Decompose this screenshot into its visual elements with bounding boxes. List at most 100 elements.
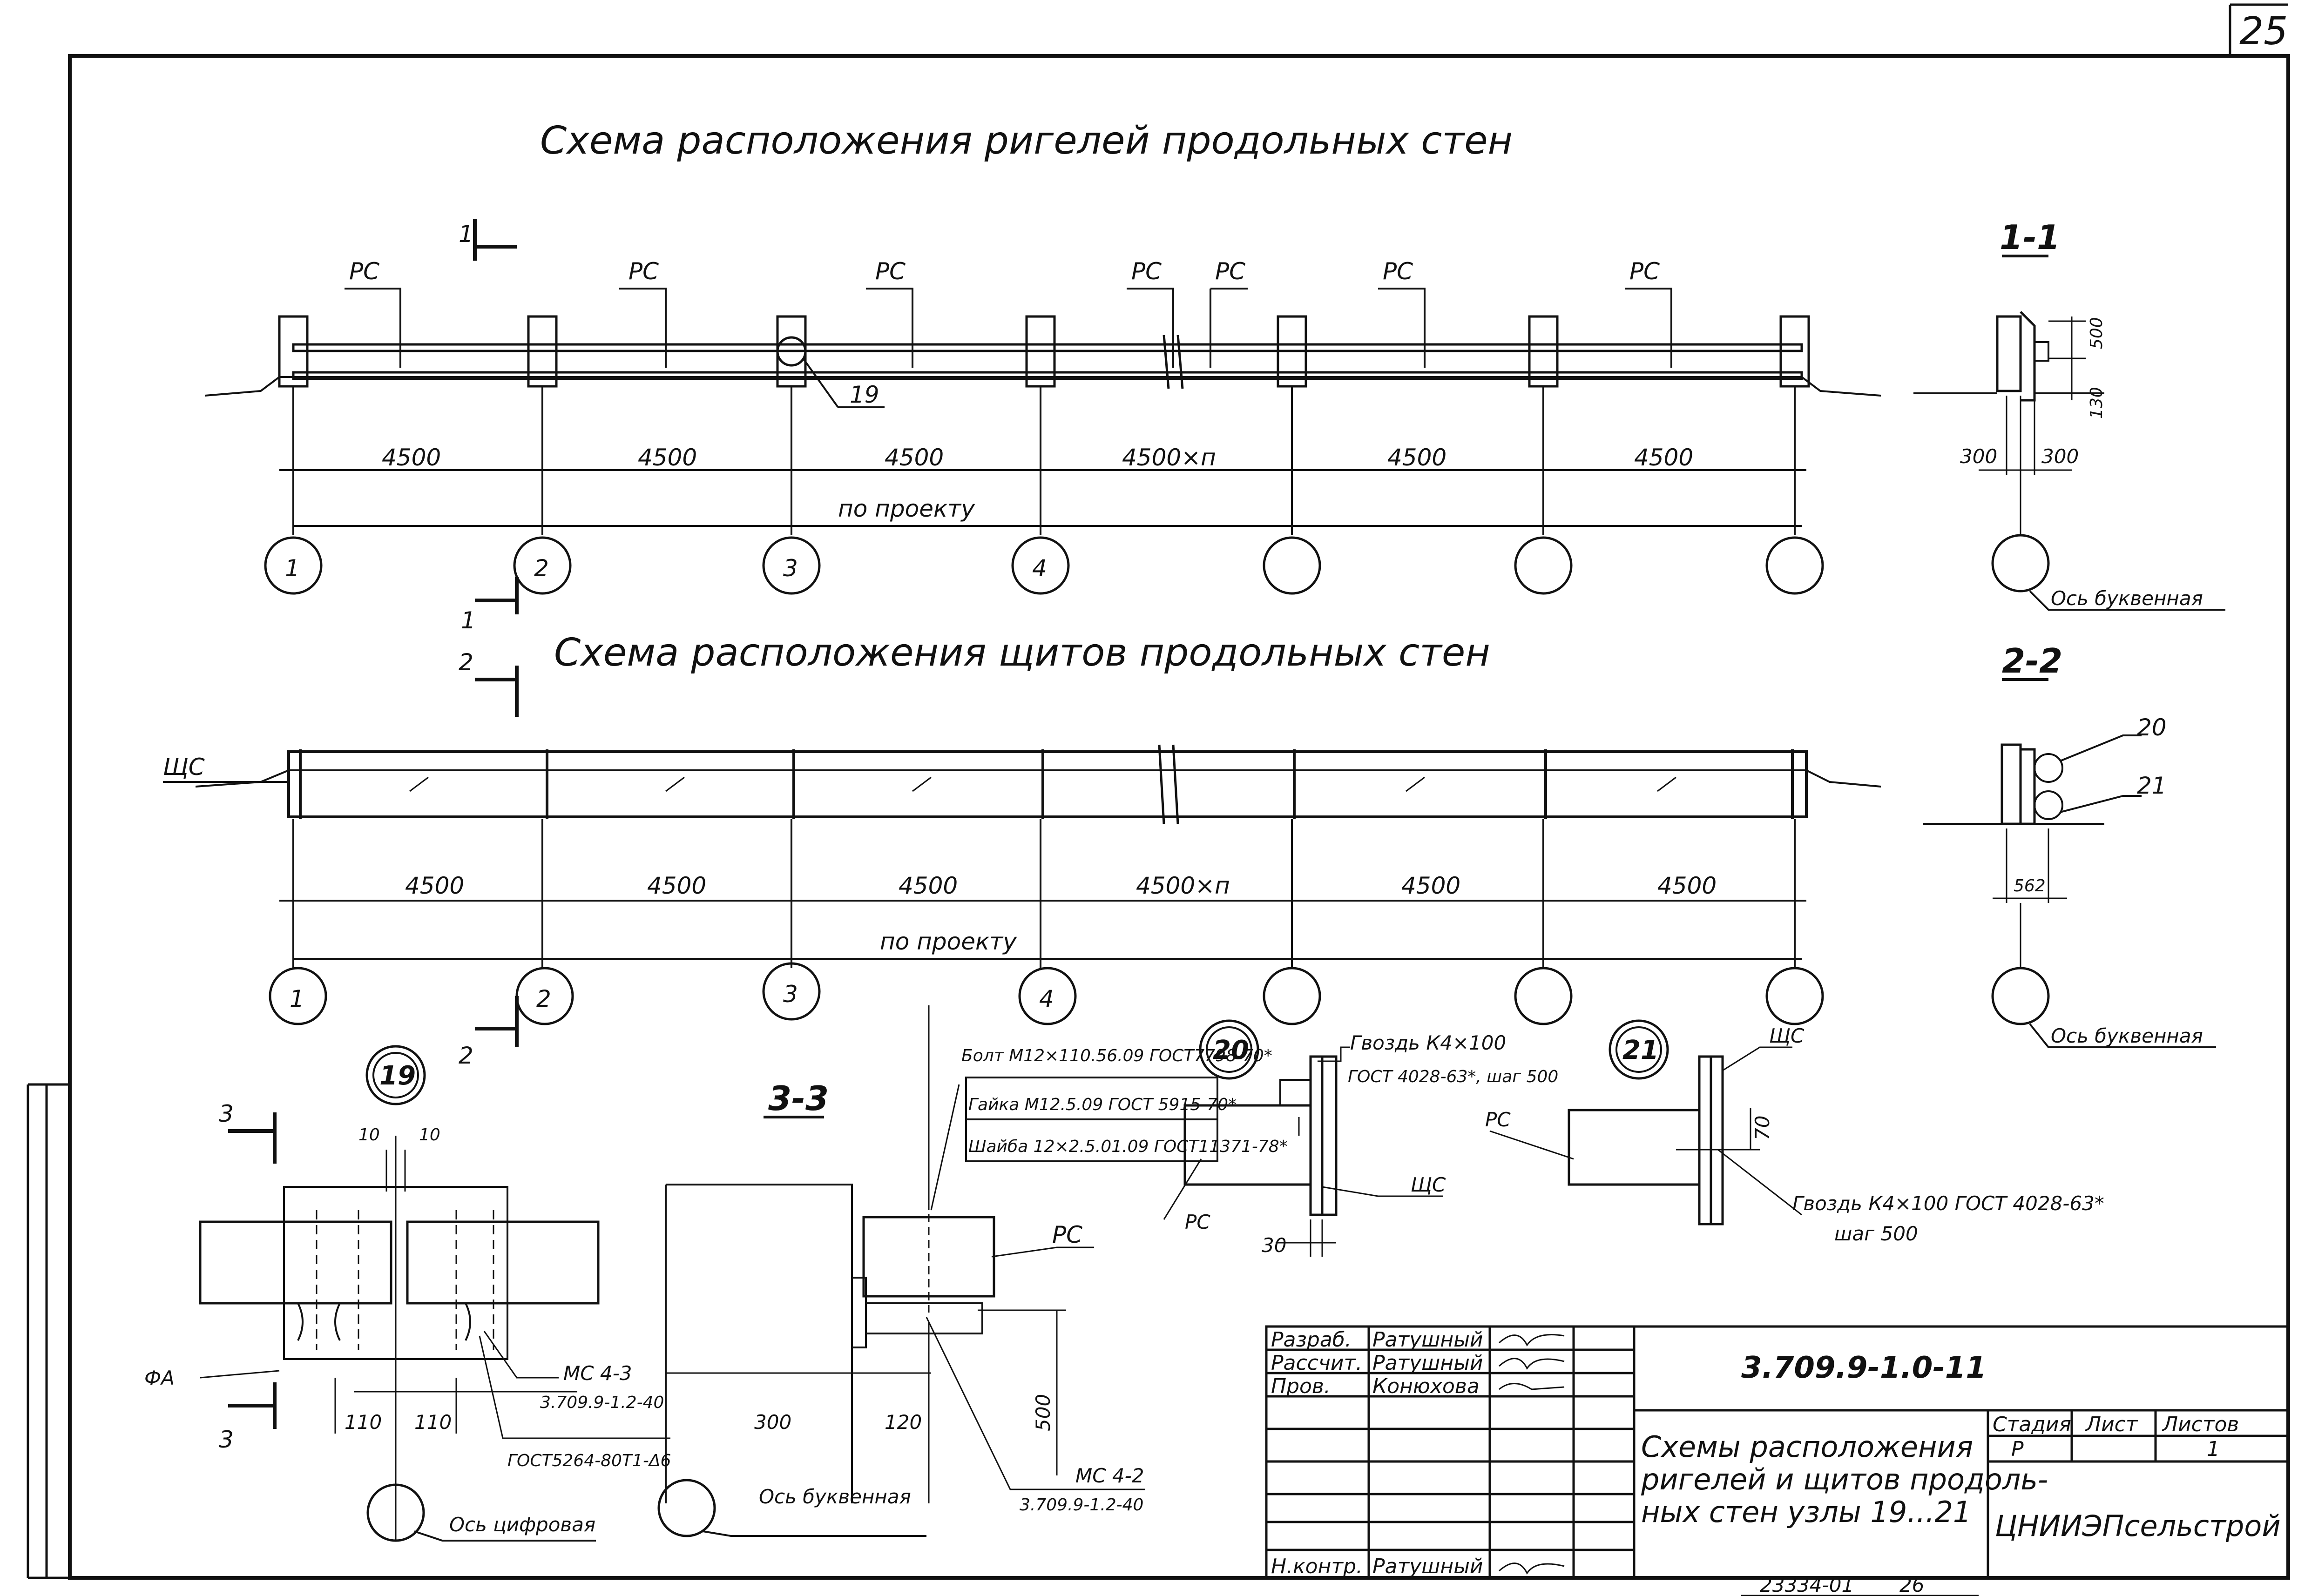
bolt-spec: Болт М12×110.56.09 ГОСТ7798-70* [961,1046,1272,1065]
s33-dim-120: 120 [885,1411,922,1434]
doc-desc-3: ных стен узлы 19...21 [1641,1495,1971,1529]
spans-bottom: 4500 4500 4500 4500×п 4500 4500 [405,872,1717,899]
cut-3-top: 3 [219,1100,234,1127]
s33-rc-label: РС [1052,1221,1082,1248]
stage-header: Стадия [1993,1413,2071,1436]
axis-labels-bottom: 1 2 3 4 [290,981,1054,1012]
axis-labels-top: 1 2 3 4 [285,555,1047,582]
organization: ЦНИИЭПсельстрой [1995,1509,2281,1543]
section-3-3-title: 3-3 [768,1079,829,1118]
n19-dim-110a: 110 [345,1411,382,1434]
rc-label: РС [1629,258,1660,285]
n19-dim-10b: 10 [419,1125,440,1145]
node-21-number: 21 [1622,1035,1659,1065]
node-19-callout: 19 [850,381,879,408]
s22-dim-562: 562 [2014,876,2046,896]
s11-axis-label: Ось буквенная [2051,587,2203,610]
sheets-header: Листов [2162,1413,2239,1436]
section-2-2 [1923,678,2216,1048]
n21-dim-70: 70 [1751,1116,1774,1140]
stamp-role: Разраб. [1271,1328,1352,1352]
axis-label: 1 [285,555,300,582]
node-19-number: 19 [379,1061,416,1091]
axis-bubbles-bottom [269,962,1824,1025]
node-20-detail [1163,1019,1443,1257]
cut-1-top: 1 [459,221,473,248]
gost5264-label: ГОСТ5264-80Т1-Δ6 [507,1451,671,1470]
stamp-roles: Разраб. Рассчит. Пров. Н.контр. [1271,1328,1363,1578]
s33-dim-500: 500 [1032,1394,1054,1431]
stamp-names: Ратушный Ратушный Конюхова Ратушный [1372,1328,1483,1578]
cut-3-bottom: 3 [219,1426,234,1453]
sheets-value: 1 [2207,1437,2220,1461]
signatures [1499,1334,1565,1575]
fa-mark: ФА [144,1367,175,1389]
span-dim: 4500 [1387,444,1446,471]
axis-label: 2 [534,555,549,582]
nail21-label: Гвоздь К4×100 ГОСТ 4028-63* [1792,1192,2104,1215]
archive-number: 23334-01 [1760,1574,1854,1596]
n21-panel-label: ЩС [1769,1024,1805,1047]
dim-line-top [279,386,1806,535]
doc-desc-1: Схемы расположения [1641,1430,1973,1464]
s11-dim-500: 500 [2087,317,2106,349]
stamp-name: Ратушный [1372,1555,1483,1578]
sheet-frame [27,3,2290,1580]
span-dim: 4500×п [1122,444,1216,471]
stamp-name: Ратушный [1372,1328,1483,1352]
s11-dim-300b: 300 [2041,445,2079,468]
archive-page: 26 [1899,1574,1924,1596]
section-1-1-title: 1-1 [2000,218,2060,257]
n20-panel-label: ЩС [1411,1173,1446,1196]
rc-label: РС [875,258,906,285]
span-dim: 4500 [1401,872,1460,899]
axis-label: 4 [1032,555,1047,582]
span-dim: 4500 [1634,444,1693,471]
rc-labels: РС РС РС РС РС РС РС [349,258,1660,285]
n19-dim-110b: 110 [414,1411,452,1434]
cut-2-top: 2 [459,649,473,676]
overall-dim-bottom: по проекту [880,928,1017,955]
section-1-1 [1913,255,2225,611]
panel-mark: ЩС [163,754,205,781]
rc-label: РС [1383,258,1413,285]
cut-mark-1 [473,219,519,614]
section-3-3 [657,1005,1145,1537]
doc-desc-2: ригелей и щитов продоль- [1641,1462,2048,1496]
title-block [1265,1325,2290,1579]
spans-top: 4500 4500 4500 4500×п 4500 4500 [382,444,1693,471]
rc-leaders [345,288,1672,368]
cut-mark-2 [475,666,519,1047]
span-dim: 4500 [382,444,441,471]
mc43-label: МС 4-3 [563,1362,632,1385]
s22-node-21: 21 [2137,772,2167,799]
axis-label: 4 [1039,985,1054,1012]
s11-dim-300a: 300 [1960,445,1997,468]
cut-2-bottom: 2 [459,1042,473,1069]
section-2-2-title: 2-2 [2002,641,2062,680]
node-19-detail [199,1045,670,1542]
nail20-gost: ГОСТ 4028-63*, шаг 500 [1348,1067,1558,1086]
s22-node-20: 20 [2137,714,2167,741]
axis-label: 3 [783,981,798,1008]
mc42-label: МС 4-2 [1075,1464,1144,1487]
fastener-spec [965,1077,1218,1162]
mc42-ref: 3.709.9-1.2-40 [1020,1495,1143,1515]
span-dim: 4500 [647,872,706,899]
node-21-detail [1489,1019,1802,1226]
span-dim: 4500 [885,444,944,471]
rc-label: РС [1131,258,1162,285]
s33-dim-300: 300 [754,1411,791,1434]
s33-axis-label: Ось буквенная [759,1485,911,1508]
title-rigels: Схема расположения ригелей продольных ст… [540,119,1513,163]
rc-label: РС [349,258,379,285]
title-panels: Схема расположения щитов продольных стен [554,631,1490,675]
doc-code: 3.709.9-1.0-11 [1741,1351,1987,1385]
stamp-role: Пров. [1271,1374,1331,1398]
span-dim: 4500 [638,444,697,471]
stamp-role: Рассчит. [1271,1351,1362,1375]
page-number: 25 [2239,9,2288,54]
stamp-role: Н.контр. [1271,1555,1363,1578]
nail20-label: Гвоздь К4×100 [1350,1031,1506,1054]
